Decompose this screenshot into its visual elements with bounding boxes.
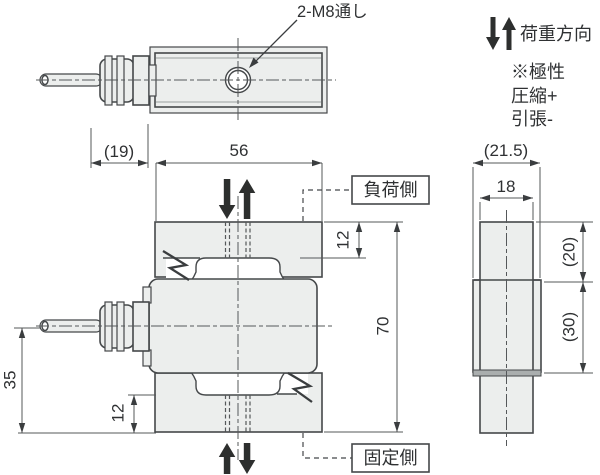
front-view xyxy=(36,179,334,474)
up-arrow-icon xyxy=(502,17,516,30)
down-arrow-icon xyxy=(243,443,251,461)
up-arrow-icon xyxy=(218,443,236,457)
fixed-side-box xyxy=(351,443,430,473)
dim-top-thread-depth: 12 xyxy=(333,231,352,250)
bottom-load-arrows xyxy=(218,443,256,474)
polarity-note: ※極性 xyxy=(511,62,565,82)
load-side-box xyxy=(351,175,430,205)
width-dimensions: (19) 56 xyxy=(90,124,323,221)
dim-side-middle-section: (30) xyxy=(559,312,578,342)
side-labels: 負荷側 固定側 xyxy=(302,175,430,473)
top-load-arrows xyxy=(218,179,256,219)
down-arrow-icon xyxy=(490,17,496,38)
tension-polarity: 引張- xyxy=(511,109,553,129)
top-view: 2-M8通し xyxy=(36,2,368,123)
break-line xyxy=(162,250,190,281)
fixed-side-leader xyxy=(302,433,352,459)
side-view-dimensions: (21.5) 18 (20) (30) xyxy=(472,141,593,374)
down-arrow-icon xyxy=(238,460,256,474)
load-side-leader xyxy=(302,189,352,221)
dim-side-upper-section: (20) xyxy=(559,237,578,267)
load-direction-label: 荷重方向 xyxy=(520,24,592,44)
dim-gland-length: (19) xyxy=(104,142,134,161)
callout-leader xyxy=(251,19,298,66)
up-arrow-icon xyxy=(506,29,512,50)
down-arrow-icon xyxy=(218,205,236,219)
thread-callout: 2-M8通し xyxy=(297,2,368,21)
mount-tab xyxy=(142,286,152,304)
compression-polarity: 圧縮+ xyxy=(511,86,558,106)
up-arrow-icon xyxy=(238,179,256,193)
dim-overall-height: 70 xyxy=(373,317,392,336)
load-side-label: 負荷側 xyxy=(364,180,418,200)
down-arrow-icon xyxy=(486,37,500,50)
dim-bottom-thread-depth: 12 xyxy=(108,404,127,423)
load-direction-legend: 荷重方向 ※極性 圧縮+ 引張- xyxy=(486,17,592,129)
up-arrow-icon xyxy=(223,456,231,474)
dim-cable-height: 35 xyxy=(0,371,19,390)
up-arrow-icon xyxy=(243,192,251,219)
break-line xyxy=(287,372,314,403)
fixed-side-label: 固定側 xyxy=(364,448,418,468)
side-view: (21.5) 18 (20) (30) xyxy=(472,141,593,446)
dim-side-body-thickness: 18 xyxy=(497,177,516,196)
leader-arrow-icon xyxy=(249,57,259,68)
mount-tab xyxy=(142,349,152,367)
dim-body-width: 56 xyxy=(230,141,249,160)
dim-side-overall-thickness: (21.5) xyxy=(484,141,528,160)
down-arrow-icon xyxy=(223,179,231,206)
front-view-dimensions: 12 70 12 35 xyxy=(0,221,403,434)
